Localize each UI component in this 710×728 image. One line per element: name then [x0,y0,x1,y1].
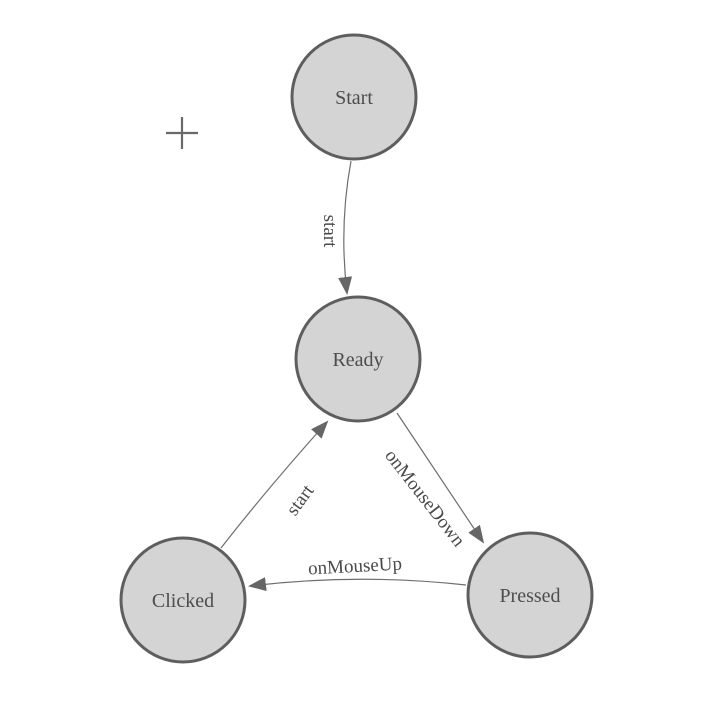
crosshair-icon [166,117,198,149]
state-node-clicked[interactable]: Clicked [119,536,247,664]
transition-edge-pressed-to-clicked[interactable] [248,577,467,592]
transition-label: start [282,480,319,519]
state-label-start: Start [335,87,373,109]
state-circle-start[interactable] [290,33,418,161]
transition-label: start [319,215,340,248]
transition-label: onMouseUp [308,554,403,580]
states-layer: Start Ready Clicked Pressed [119,33,594,664]
state-node-ready[interactable]: Ready [294,295,422,423]
state-circle-ready[interactable] [294,295,422,423]
state-label-ready: Ready [332,349,383,371]
state-node-pressed[interactable]: Pressed [466,531,594,659]
state-node-start[interactable]: Start [290,33,418,161]
transition-edge-ready-to-pressed[interactable] [396,412,485,544]
state-label-clicked: Clicked [152,590,214,612]
state-label-pressed: Pressed [499,585,560,607]
transition-label: onMouseDown [380,446,469,552]
state-circle-pressed[interactable] [466,531,594,659]
transition-edge-clicked-to-ready[interactable] [220,420,329,549]
state-circle-clicked[interactable] [119,536,247,664]
transition-edge-start-to-ready[interactable] [338,160,353,295]
